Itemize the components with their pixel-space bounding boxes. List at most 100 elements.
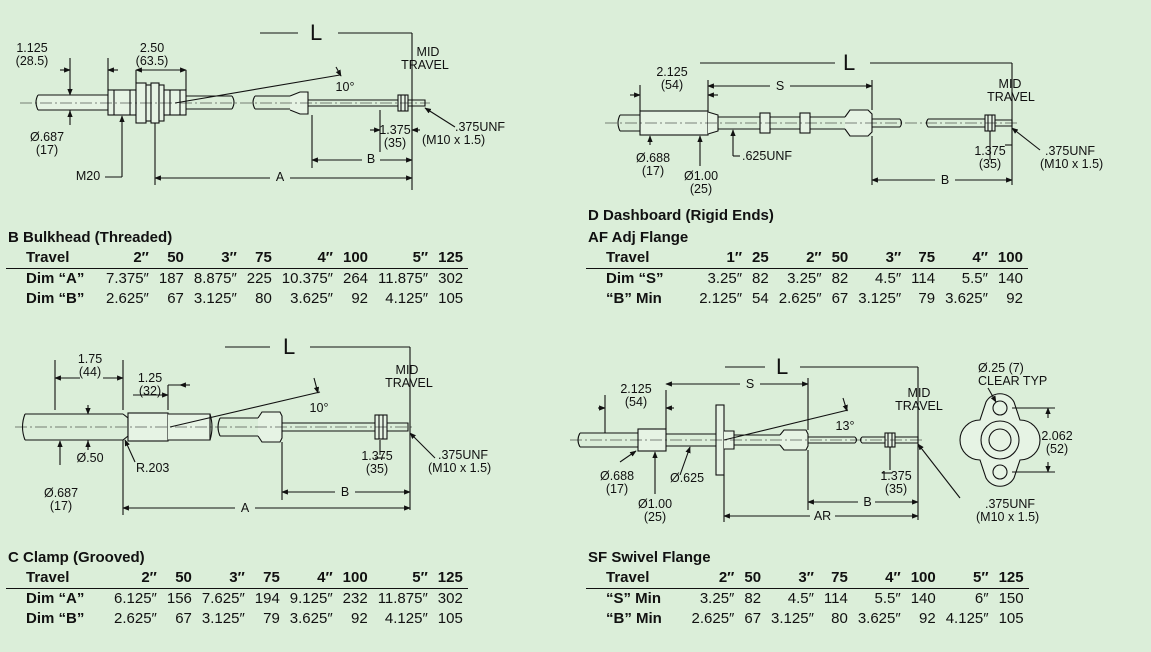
dashboard-cable-drawing [605, 62, 1041, 185]
table-cell: 11.875″ [378, 270, 429, 287]
table-header: 4″ [276, 248, 338, 269]
table-cell: 3.625″ [857, 610, 901, 627]
table-cell: 3.625″ [289, 610, 333, 627]
dim-2125: 2.125 [620, 382, 652, 396]
table-cell: 67 [175, 610, 192, 627]
table-cell: 82 [752, 270, 769, 287]
thread-unf: .375UNF [455, 120, 506, 134]
dim-s-label: S [775, 79, 785, 93]
table-cell: 302 [437, 590, 463, 607]
table-cell: 140 [997, 270, 1023, 287]
table-header: 5″ [373, 248, 434, 269]
mid-label: MID [416, 45, 440, 59]
table-header: 50 [153, 248, 189, 269]
dim-1375-mm: (35) [365, 462, 389, 476]
table-cell: 9.125″ [289, 590, 333, 607]
dim-2062: 2.062 [1041, 429, 1073, 443]
table-cell: 3.625″ [945, 290, 988, 307]
dim-1125-mm: (28.5) [15, 54, 49, 68]
table-cell: 92 [351, 290, 369, 307]
table-cell: 4.125″ [384, 610, 428, 627]
diameter-687-mm: (17) [49, 499, 73, 513]
table-header: 5″ [940, 568, 994, 589]
table-cell: 194 [254, 590, 280, 607]
table-cell: 105 [437, 610, 463, 627]
thread-m10: (M10 x 1.5) [976, 510, 1040, 524]
table-header: Travel [586, 568, 667, 589]
dim-125-mm: (32) [138, 384, 162, 398]
table-header: Travel [6, 568, 90, 589]
dim-1125: 1.125 [16, 41, 48, 55]
radius-203: R.203 [136, 461, 170, 475]
table-cell: 232 [342, 590, 368, 607]
table-cell: 54 [752, 290, 769, 307]
length-label: L [283, 334, 296, 359]
thread-unf: .375UNF [1045, 144, 1096, 158]
table-header: 100 [905, 568, 941, 589]
diameter-688: Ø.688 [599, 469, 635, 483]
table-header: 2″ [89, 568, 162, 589]
travel-label: TRAVEL [895, 399, 943, 413]
table-cell: 3.125″ [771, 610, 814, 627]
dim-b-label: B [340, 485, 350, 499]
dim-250-mm: (63.5) [135, 54, 169, 68]
table-header: Travel [6, 248, 90, 269]
table-header: 3″ [853, 248, 907, 269]
table-cell: 79 [918, 290, 936, 307]
mid-label: MID [998, 77, 1022, 91]
diameter-100: Ø1.00 [683, 169, 719, 183]
table-cell: 4.5″ [874, 270, 902, 287]
table-cell: 114 [823, 590, 848, 607]
angle-label: 10° [309, 401, 329, 415]
table-cell: 80 [255, 290, 272, 307]
table-cell: 11.875″ [377, 590, 428, 607]
table-cell: 82 [744, 590, 762, 607]
row-label: “B” Min [606, 290, 662, 307]
table-cell: 67 [831, 290, 849, 307]
dim-2125-mm: (54) [624, 395, 648, 409]
angle-label: 13° [835, 419, 855, 433]
table-header: 2″ [89, 248, 154, 269]
dim-b-label: B [863, 495, 872, 509]
mid-label: MID [907, 386, 931, 400]
diameter-688: Ø.688 [635, 151, 671, 165]
dim-1375-mm: (35) [884, 482, 908, 496]
angle-label: 10° [335, 80, 355, 94]
table-cell: 67 [744, 610, 762, 627]
table-header: 4″ [940, 248, 993, 269]
table-cell: 7.625″ [201, 590, 245, 607]
table-cell: 3.25″ [699, 590, 735, 607]
table-header: 50 [826, 248, 854, 269]
table-cell: 2.125″ [699, 290, 743, 307]
table-header: 125 [432, 568, 468, 589]
length-label: L [843, 50, 856, 75]
diameter-50: Ø.50 [76, 451, 104, 465]
travel-label: TRAVEL [987, 90, 1035, 104]
table-header: 2″ [666, 568, 740, 589]
dim-2125: 2.125 [656, 65, 688, 79]
table-cell: 2.625″ [778, 290, 822, 307]
row-label: Dim “B” [26, 610, 85, 627]
hole-diameter: Ø.25 (7) [978, 361, 1024, 375]
table-header: 100 [338, 248, 374, 269]
diameter-688-mm: (17) [641, 164, 665, 178]
table-cell: 4.125″ [945, 610, 989, 627]
diameter-100-mm: (25) [643, 510, 667, 524]
dim-a-label: A [275, 170, 285, 184]
bulkhead-title: B Bulkhead (Threaded) [8, 229, 173, 246]
table-cell: 3.625″ [290, 290, 333, 307]
dim-1375-mm: (35) [383, 136, 407, 150]
table-cell: 4.125″ [385, 290, 429, 307]
length-label: L [310, 20, 323, 45]
table-cell: 10.375″ [281, 270, 333, 287]
dim-1375: 1.375 [361, 449, 393, 463]
swivel-flange-table: Travel 2″ 50 3″ 75 4″ 100 5″ 125 “S” Min… [586, 568, 1029, 629]
length-label: L [776, 354, 789, 379]
table-header: 75 [906, 248, 941, 269]
clamp-table: Travel 2″ 50 3″ 75 4″ 100 5″ 125 Dim “A”… [6, 568, 468, 629]
dim-b-label: B [366, 152, 376, 166]
row-label: “S” Min [606, 590, 661, 607]
swivel-flange-cable-drawing [570, 366, 961, 522]
table-header: 5″ [372, 568, 433, 589]
